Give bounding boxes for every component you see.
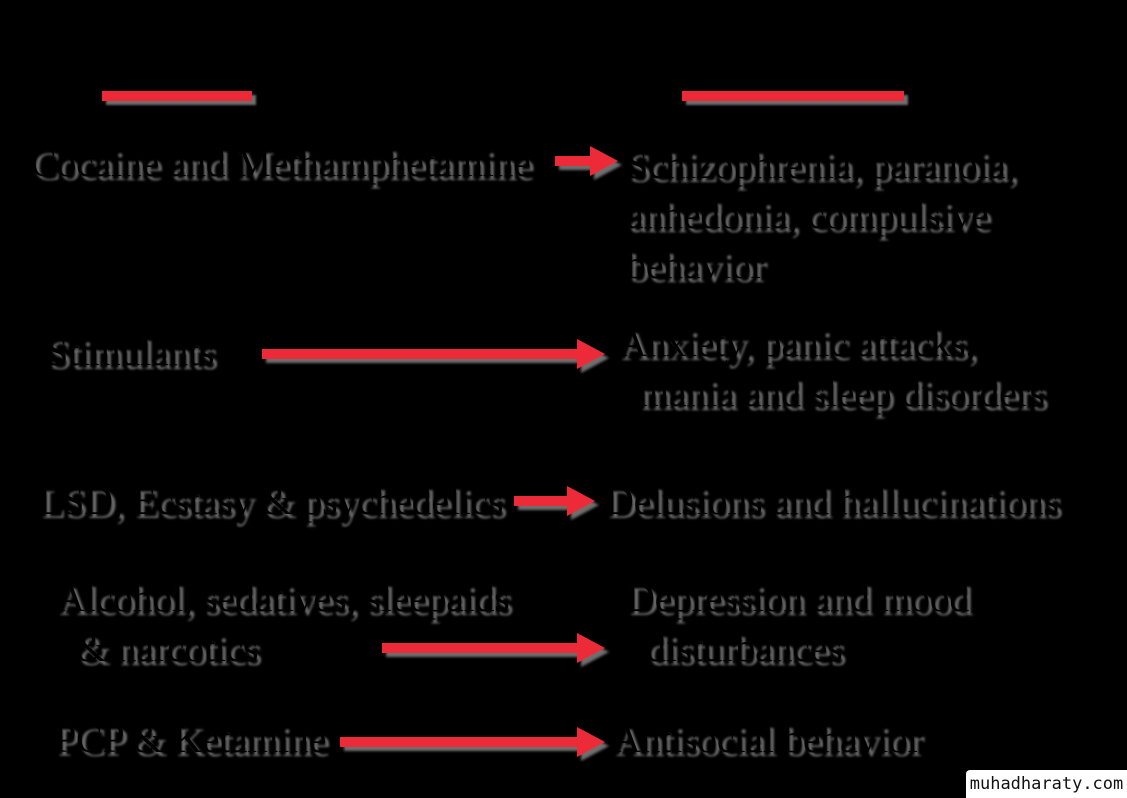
arrow-cocaine [555,146,618,176]
right-heading-underline [682,91,904,101]
effect-anxiety-line2: mania and sleep disorders [638,370,1045,415]
effect-depression-line2: disturbances [646,625,843,670]
effect-anxiety-line1: Anxiety, panic attacks, [618,320,976,365]
effect-delusions: Delusions and hallucinations [605,478,1059,523]
effect-antisocial: Antisocial behavior [612,716,921,761]
arrow-alcohol [382,633,605,663]
arrow-pcp [340,727,605,757]
effect-schizophrenia-line3: behavior [626,242,764,287]
drug-cocaine-meth: Cocaine and Methamphetamine [30,140,531,185]
watermark: muhadharaty.com [966,770,1127,798]
effect-schizophrenia-line2: anhedonia, compulsive [626,192,989,237]
arrow-lsd [514,486,595,516]
drug-alcohol-line2: & narcotics [76,625,259,670]
arrow-stimulants [262,339,605,369]
left-heading-underline [102,91,252,101]
drug-lsd-ecstasy: LSD, Ecstasy & psychedelics [38,478,504,523]
drug-pcp-ketamine: PCP & Ketamine [54,716,327,761]
drug-alcohol-line1: Alcohol, sedatives, sleepaids [56,575,510,620]
heading-fragment: g [222,55,242,98]
effect-depression-line1: Depression and mood [626,575,970,620]
effect-schizophrenia-line1: Schizophrenia, paranoia, [626,142,1016,187]
drug-stimulants: Stimulants [46,329,215,374]
